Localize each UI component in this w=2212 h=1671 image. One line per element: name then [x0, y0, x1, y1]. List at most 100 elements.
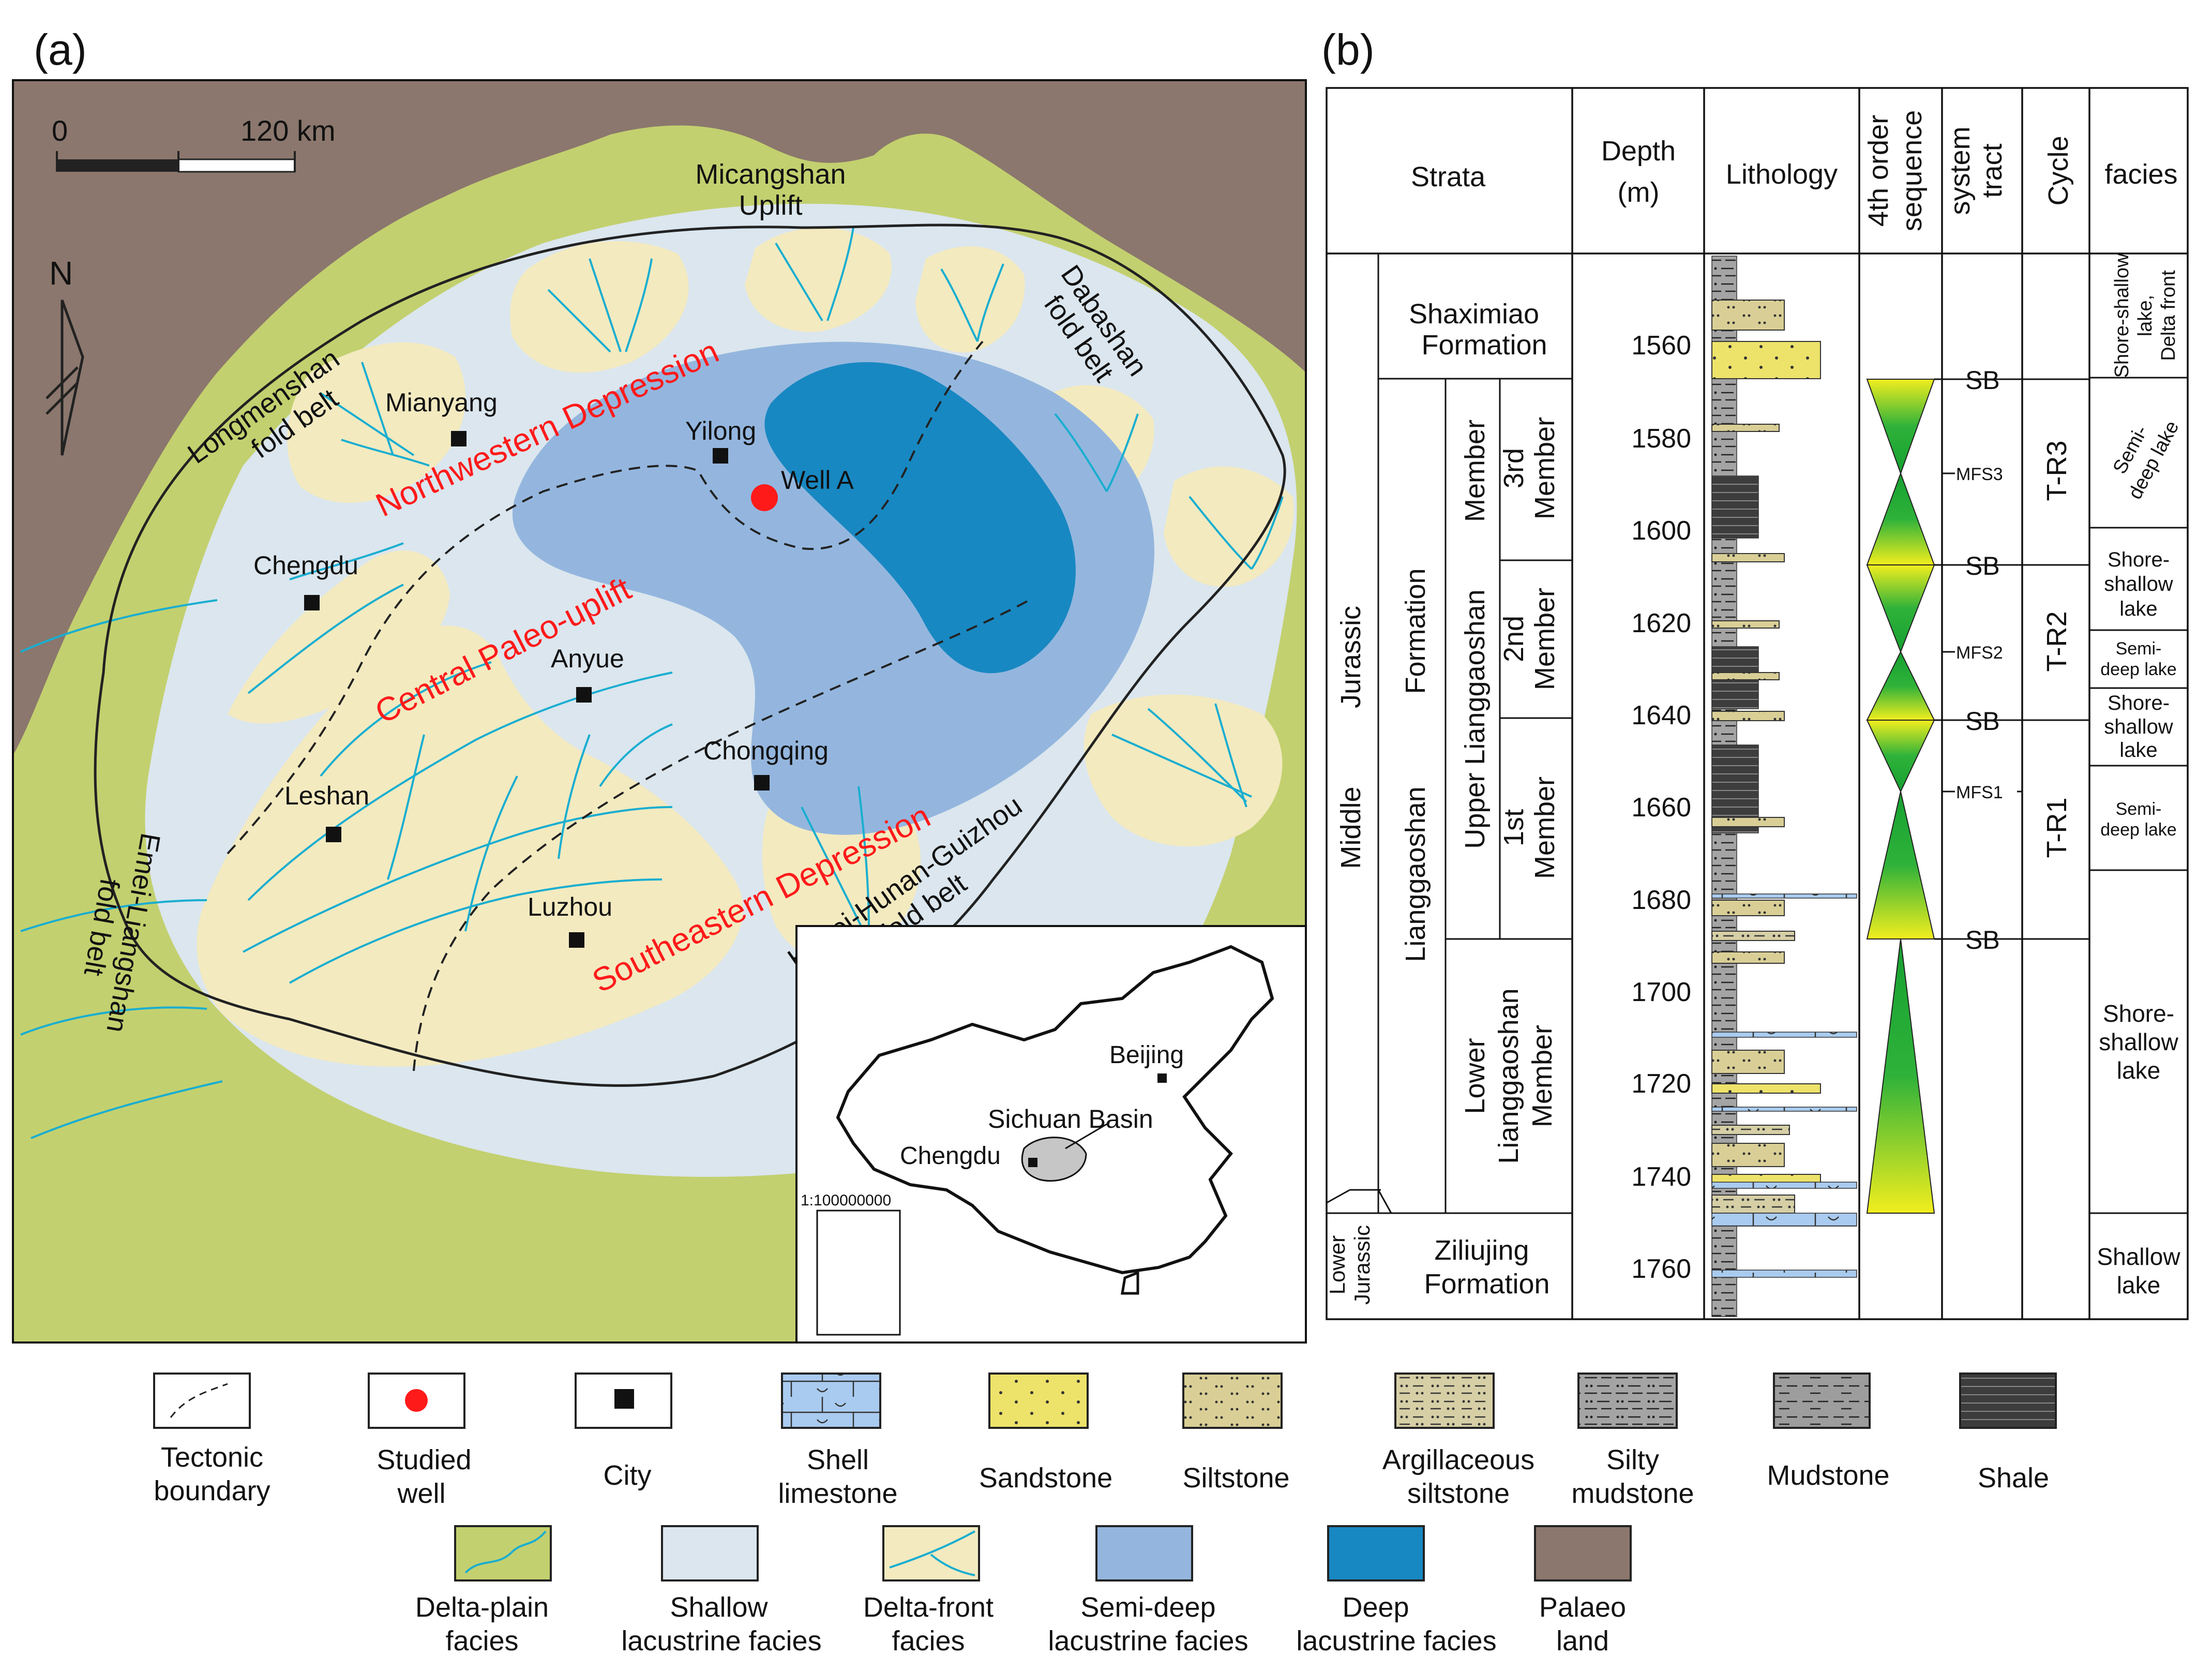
header-facies: facies: [2104, 159, 2177, 190]
panel-label-b: (b): [1321, 25, 1375, 74]
legend-tectonic-l1: Tectonic: [161, 1442, 263, 1473]
city-yilong: Yilong: [685, 416, 756, 464]
facies-7-l3: lake: [2117, 1057, 2160, 1084]
strat-column: Strata Depth (m) Lithology 4th order seq…: [1325, 87, 2189, 1320]
inset-basin-label: Sichuan Basin: [988, 1105, 1153, 1133]
svg-text:Mianyang: Mianyang: [385, 388, 498, 417]
legend-semideep-l2: lacustrine facies: [1048, 1625, 1248, 1657]
legend-argsilt-l1: Argillaceous: [1382, 1444, 1534, 1475]
depth-1760: 1760: [1631, 1254, 1691, 1284]
facies-7-l1: Shore-: [2103, 1000, 2174, 1027]
header-cycle: Cycle: [2043, 136, 2074, 205]
header-tract-1: system: [1945, 126, 1976, 215]
svg-text:Chongqing: Chongqing: [703, 736, 829, 765]
header-lithology: Lithology: [1726, 159, 1838, 190]
palaeo-land-area: [13, 80, 1306, 755]
legend-siltymud-l2: mudstone: [1571, 1478, 1694, 1509]
cycle-tr3: T-R3: [2041, 440, 2072, 501]
svg-text:Well A: Well A: [781, 466, 854, 495]
legend-siltstone-l1: Siltstone: [1182, 1463, 1289, 1494]
legend-dplain-swatch: [454, 1525, 552, 1582]
depth-1720: 1720: [1631, 1069, 1691, 1099]
depth-1660: 1660: [1631, 793, 1691, 823]
facies-3-l3: lake: [2119, 598, 2157, 620]
city-chengdu: Chengdu: [253, 551, 358, 610]
svg-text:Leshan: Leshan: [284, 781, 369, 810]
legend-argsilt-l2: siltstone: [1407, 1478, 1510, 1509]
facies-7-l2: shallow: [2099, 1028, 2178, 1055]
lower-jurassic-l2: Jurassic: [1350, 1225, 1374, 1305]
city-chongqing: Chongqing: [703, 736, 829, 790]
legend-palaeo-l1: Palaeo: [1539, 1592, 1626, 1623]
facies-5-l3: lake: [2119, 739, 2157, 762]
region-micangshan-1: Micangshan: [695, 159, 846, 190]
jurassic-label: Jurassic: [1335, 606, 1366, 708]
member-1-l2: Member: [1529, 777, 1560, 879]
legend-dfront-l1: Delta-front: [863, 1592, 994, 1623]
member-1-l1: 1st: [1498, 809, 1529, 846]
legend: Tectonic boundary Studied well City Shel…: [153, 1372, 2057, 1657]
surface-sb-1: SB: [1965, 366, 2000, 395]
header-sequence-1: 4th order: [1863, 115, 1894, 227]
legend-palaeo-swatch: [1534, 1525, 1632, 1582]
city-anyue: Anyue: [551, 644, 624, 703]
lianggaoshan-formation-label: Lianggaoshan: [1400, 786, 1431, 962]
scale-zero: 0: [52, 114, 68, 147]
facies-3-l2: shallow: [2104, 573, 2173, 595]
facies-1-l1: Shore-shallow: [2111, 253, 2133, 378]
facies-1-l2: lake,: [2134, 295, 2156, 336]
legend-siltstone-swatch: [1182, 1372, 1283, 1429]
scale-label: 120 km: [240, 114, 336, 147]
inset-beijing-label: Beijing: [1109, 1041, 1184, 1069]
legend-deep-l1: Deep: [1342, 1592, 1409, 1623]
map-frame: [12, 79, 1307, 1344]
lower-member-l2: Lianggaoshan: [1493, 988, 1524, 1163]
surface-sb-2: SB: [1965, 551, 2000, 580]
north-label: N: [49, 255, 73, 292]
surface-sb-4: SB: [1965, 926, 2000, 954]
city-luzhou: Luzhou: [528, 892, 612, 948]
depth-1700: 1700: [1631, 977, 1691, 1007]
inset-chengdu-label: Chengdu: [900, 1142, 1001, 1170]
legend-shallow-swatch: [661, 1525, 759, 1582]
facies-4-l2: deep lake: [2100, 660, 2176, 679]
legend-shallow-l2: lacustrine facies: [621, 1625, 821, 1657]
legend-sandstone-swatch: [988, 1372, 1089, 1429]
legend-city-swatch: [575, 1372, 672, 1429]
shaximiao-2: Formation: [1421, 330, 1547, 361]
rivers: [20, 227, 1284, 1139]
legend-shale-swatch: [1959, 1372, 2057, 1429]
legend-city-l1: City: [604, 1460, 652, 1491]
legend-well-swatch: [368, 1372, 465, 1429]
legend-shale-l1: Shale: [1978, 1463, 2049, 1494]
svg-text:Luzhou: Luzhou: [528, 892, 612, 921]
cycle-tr1: T-R1: [2041, 797, 2072, 858]
legend-mudstone-swatch: [1773, 1372, 1871, 1429]
legend-dfront-swatch: [882, 1525, 980, 1582]
svg-text:Chengdu: Chengdu: [253, 551, 358, 580]
basin-boundary: [94, 223, 1286, 1087]
surface-mfs2: MFS2: [1956, 643, 2003, 663]
legend-siltymud-l1: Silty: [1606, 1444, 1659, 1475]
header-strata: Strata: [1411, 161, 1486, 192]
legend-shell-l2: limestone: [778, 1478, 897, 1509]
surface-sb-3: SB: [1965, 707, 2000, 736]
facies-4-l1: Semi-: [2116, 639, 2162, 659]
cities: Mianyang Yilong Chengdu Anyue Chongqing …: [253, 388, 829, 948]
header-sequence-2: sequence: [1897, 110, 1928, 231]
inset-china: Beijing Sichuan Basin Chengdu 1:10000000…: [795, 925, 1307, 1344]
member-2-l1: 2nd: [1498, 616, 1529, 662]
legend-sandstone-l1: Sandstone: [979, 1463, 1112, 1494]
legend-shell-swatch: [781, 1372, 881, 1429]
legend-semideep-swatch: [1095, 1525, 1193, 1582]
legend-siltymud-swatch: [1577, 1372, 1678, 1429]
member-2-l2: Member: [1529, 588, 1560, 690]
facies-5-l1: Shore-: [2108, 692, 2170, 714]
header-tract-2: tract: [1977, 143, 2008, 198]
ziliujing-2: Formation: [1424, 1269, 1549, 1300]
sequence-triangles: [1866, 379, 1935, 1214]
depth-1580: 1580: [1631, 424, 1691, 454]
depth-1740: 1740: [1631, 1162, 1691, 1192]
cycle-tr2: T-R2: [2041, 611, 2072, 672]
formation-label: Formation: [1400, 568, 1431, 694]
